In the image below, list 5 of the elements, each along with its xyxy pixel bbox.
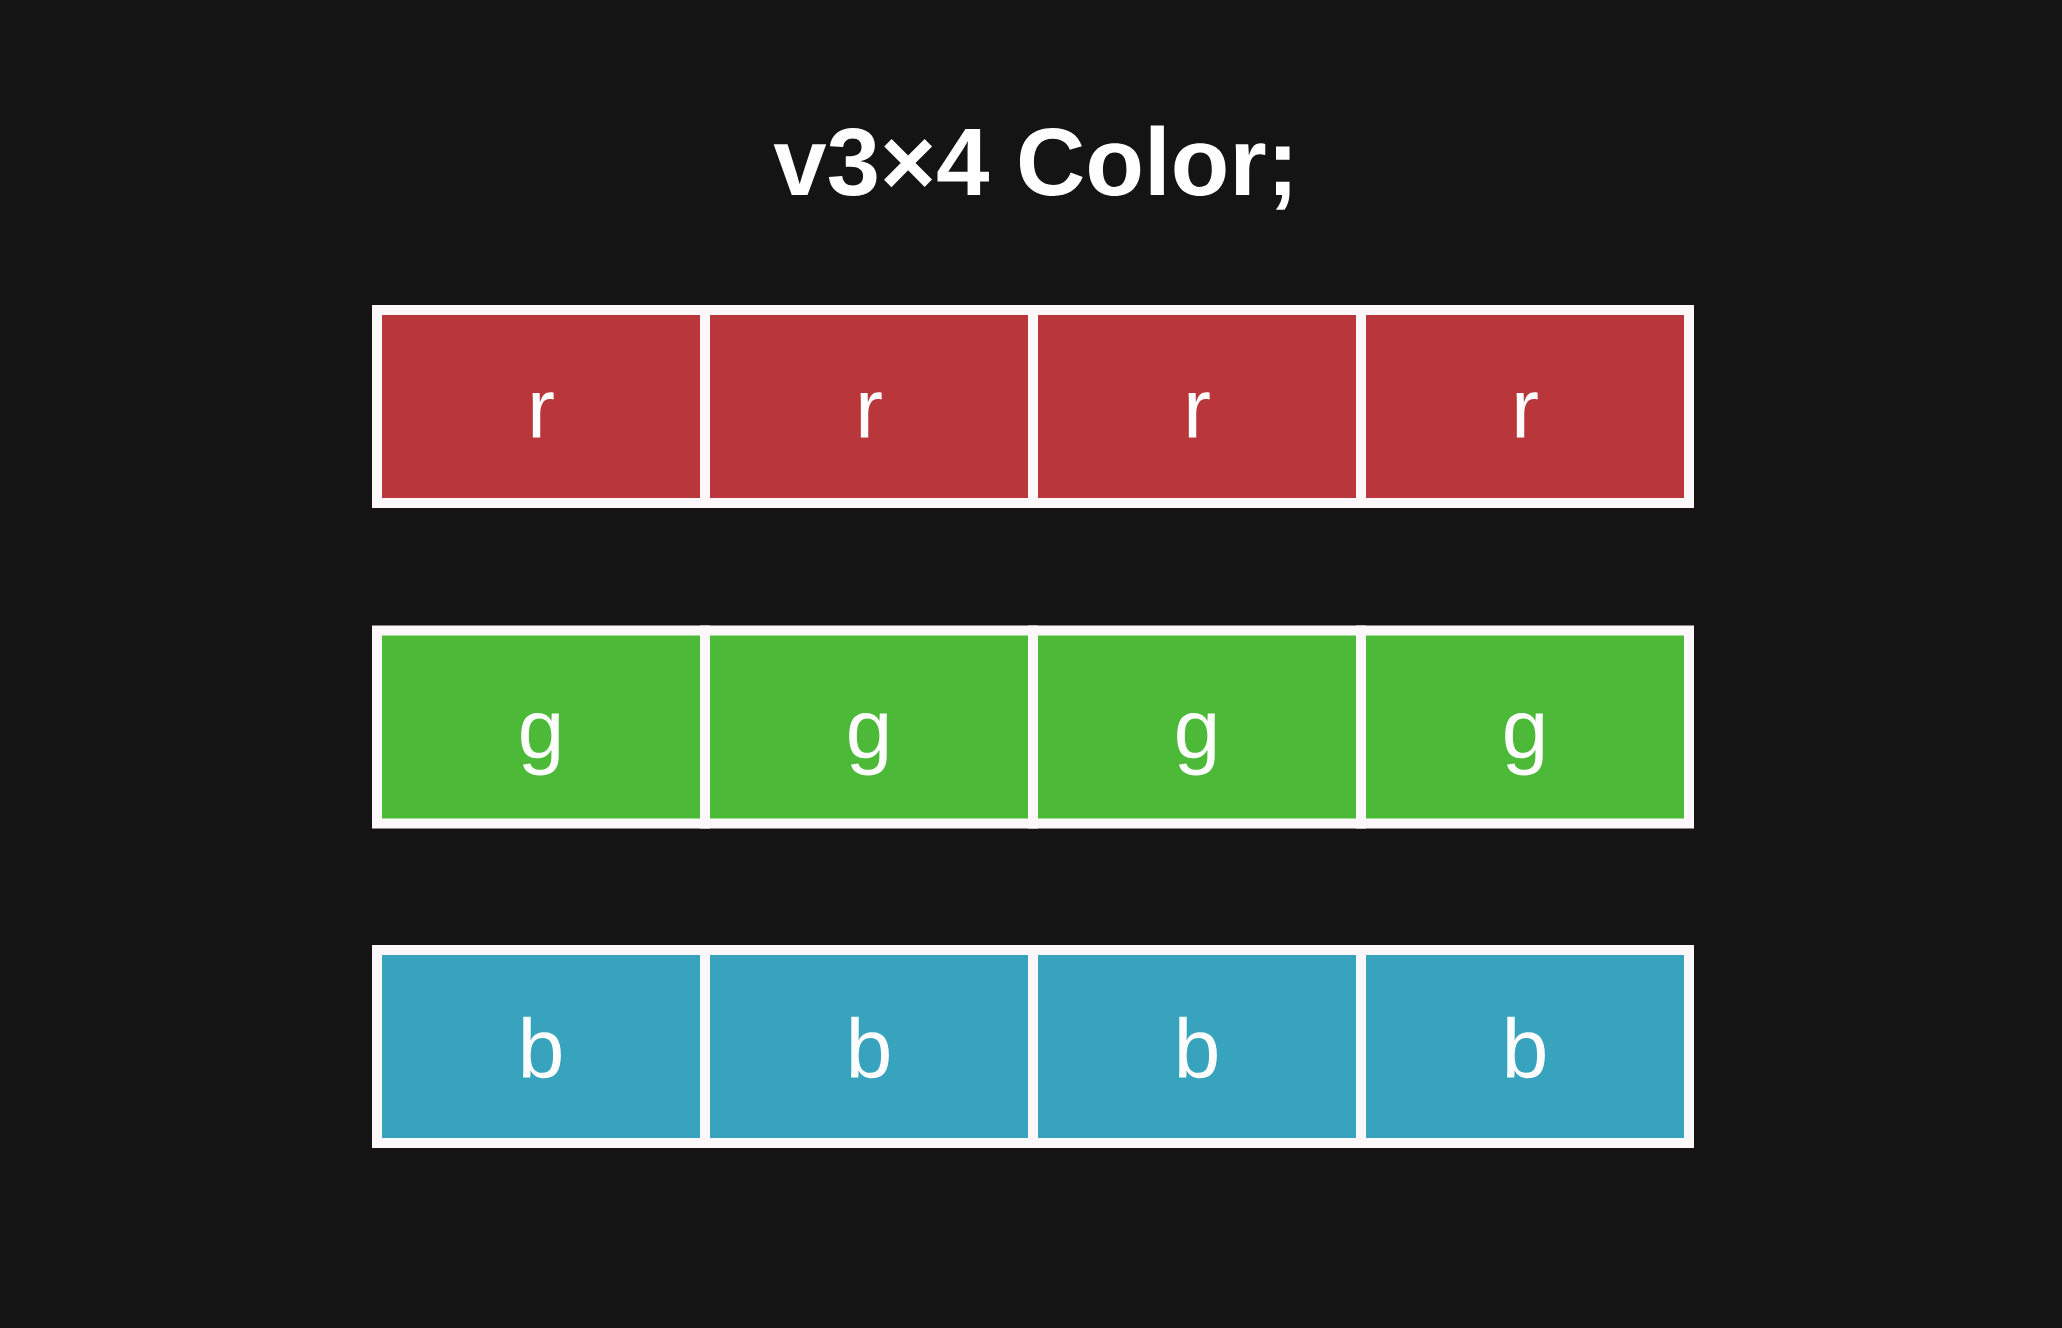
grid-cell: g (1028, 625, 1366, 829)
grid-cell: g (1356, 625, 1694, 829)
title: v3×4 Color; (773, 125, 1290, 210)
grid-cell: g (372, 625, 710, 829)
grid-cell: g (700, 625, 1038, 829)
